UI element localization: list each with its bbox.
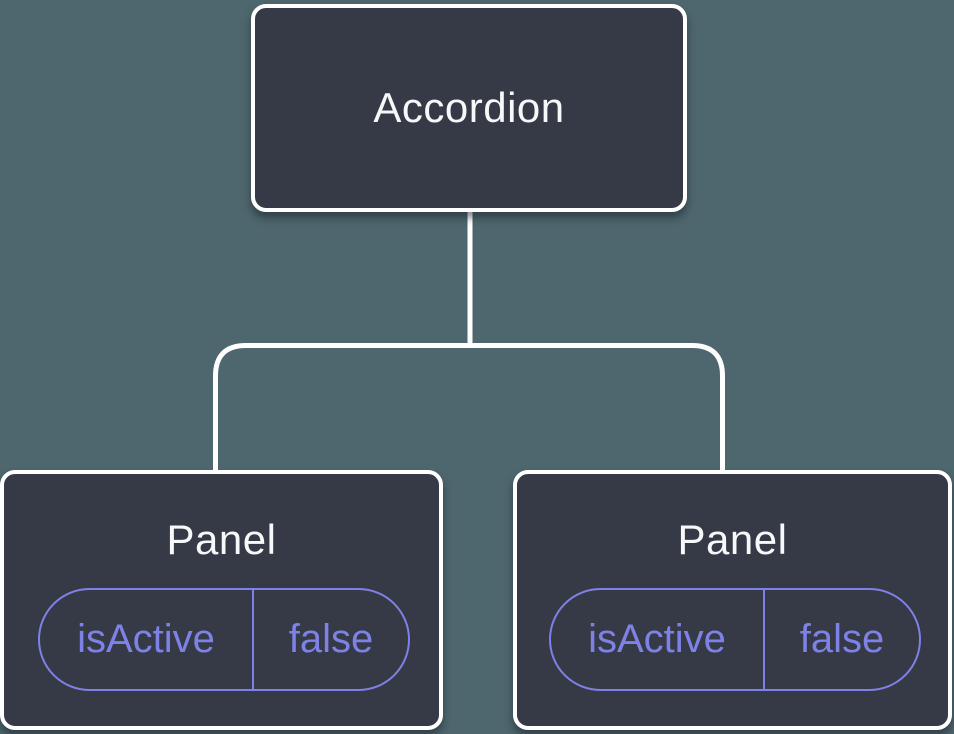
panel-left-state-pill: isActive false (38, 588, 410, 691)
state-value-label: false (799, 617, 885, 661)
tree-node-panel-left: Panel isActive false (0, 470, 443, 730)
state-value-label: false (288, 617, 374, 661)
tree-node-accordion: Accordion (251, 4, 687, 212)
panel-right-state-pill: isActive false (549, 588, 921, 691)
state-key-label: isActive (551, 590, 765, 689)
panel-left-label: Panel (166, 516, 277, 563)
panel-right-label: Panel (677, 516, 788, 563)
connector-branch (213, 343, 725, 470)
tree-node-panel-right: Panel isActive false (513, 470, 952, 730)
accordion-node-label: Accordion (373, 84, 565, 131)
state-key-label: isActive (40, 590, 254, 689)
